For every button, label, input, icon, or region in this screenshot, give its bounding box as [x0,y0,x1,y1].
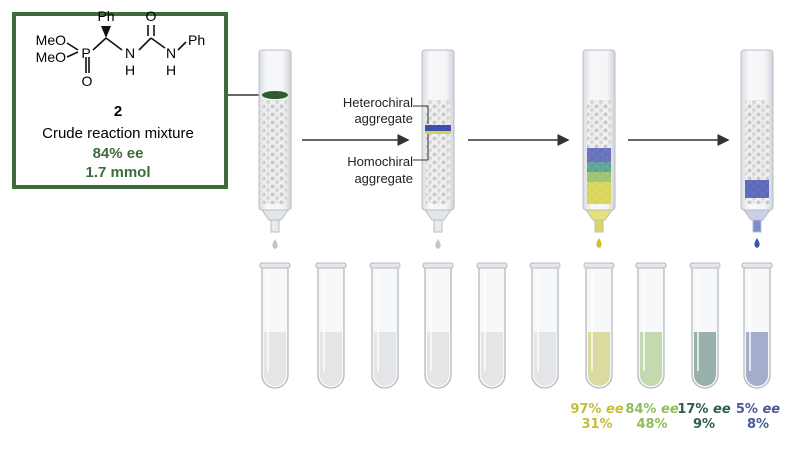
drop-yellow [596,238,602,248]
tube-glass [637,267,665,389]
tube-glass [743,267,771,389]
fraction-ee-unit: ee [661,402,679,417]
compound-amount: 1.7 mmol [85,164,150,181]
homochiral-band [425,131,451,134]
hydrogen-label-right: H [166,62,176,78]
test-tube-empty [476,262,508,389]
drop-grey-2 [435,239,441,249]
tube-rim [741,262,773,269]
blue-zone [587,148,611,162]
compound-caption: Crude reaction mixture [42,125,194,142]
fraction-ee-unit: ee [713,402,731,417]
ome-label-bottom: MeO [36,49,66,65]
tube-rim [422,262,454,269]
test-tube-empty [315,262,347,389]
teal-zone [587,162,611,172]
wedge-bond [101,26,111,38]
test-tube-empty [259,262,291,389]
compound-box-border [12,12,228,189]
blue-zone-bottom [745,180,769,198]
fraction-yield: 31% [581,417,613,432]
yellow-zone [587,182,611,204]
column-4-eluting [740,49,774,248]
phosphorus-label: P [81,45,90,61]
compound-ee: 84% ee [93,145,144,162]
tube-glass [317,267,345,389]
tube-glass [585,267,613,389]
heterochiral-band [425,125,451,131]
fraction-ee: 17% [677,402,709,417]
fraction-ee: 97% [570,402,602,417]
tube-glass [424,267,452,389]
fraction-yield: 8% [746,417,770,432]
nitrogen-label-right: N [166,45,176,61]
tube-rim [529,262,561,269]
test-tube-rack [259,262,773,389]
tube-glass [261,267,289,389]
crude-band [262,91,288,99]
test-tube-fraction [689,262,721,389]
test-tube-empty [529,262,561,389]
green-zone [587,172,611,182]
fraction-ee-unit: ee [606,402,624,417]
fraction-label-4: 5% ee 8% [723,402,793,432]
compound-number: 2 [114,103,122,120]
column-2-separation [421,49,455,249]
fraction-label-1: 97% ee 31% [562,402,632,432]
fraction-label-3: 17% ee 9% [669,402,739,432]
nitrogen-label-left: N [125,45,135,61]
fraction-yield: 9% [692,417,716,432]
test-tube-fraction [741,262,773,389]
heterochiral-label-line2: aggregate [354,111,413,126]
tube-glass [531,267,559,389]
homochiral-label: Homochiral [347,154,413,169]
heterochiral-label: Heterochiral [343,95,413,110]
fraction-ee: 5% [735,402,758,417]
tube-rim [583,262,615,269]
fraction-ee: 84% [625,402,657,417]
fraction-ee-unit: ee [762,402,781,417]
tube-rim [315,262,347,269]
drop-grey [272,239,278,249]
tube-glass [371,267,399,389]
homochiral-label-line2: aggregate [354,171,413,186]
tube-glass [691,267,719,389]
tube-rim [369,262,401,269]
fraction-yield: 48% [636,417,668,432]
test-tube-empty [422,262,454,389]
carbonyl-oxygen-label: O [146,8,157,24]
tube-rim [635,262,667,269]
phosphoryl-oxygen-label: O [82,73,93,89]
tube-rim [689,262,721,269]
test-tube-fraction [635,262,667,389]
phenyl-label-right: Ph [188,32,205,48]
fraction-label-2: 84% ee 48% [617,402,687,432]
hydrogen-label-left: H [125,62,135,78]
test-tube-empty [369,262,401,389]
phenyl-label-top: Ph [97,8,114,24]
compound-box: MeO MeO P O Ph N H O N H Ph 2 Crude reac… [12,8,228,189]
structure-bonds [66,25,187,73]
tube-glass [478,267,506,389]
ome-label-top: MeO [36,32,66,48]
tube-rim [259,262,291,269]
column-3-eluting [582,49,616,248]
drop-blue [754,238,760,248]
column-1-loaded [258,49,292,249]
test-tube-fraction [583,262,615,389]
tube-rim [476,262,508,269]
